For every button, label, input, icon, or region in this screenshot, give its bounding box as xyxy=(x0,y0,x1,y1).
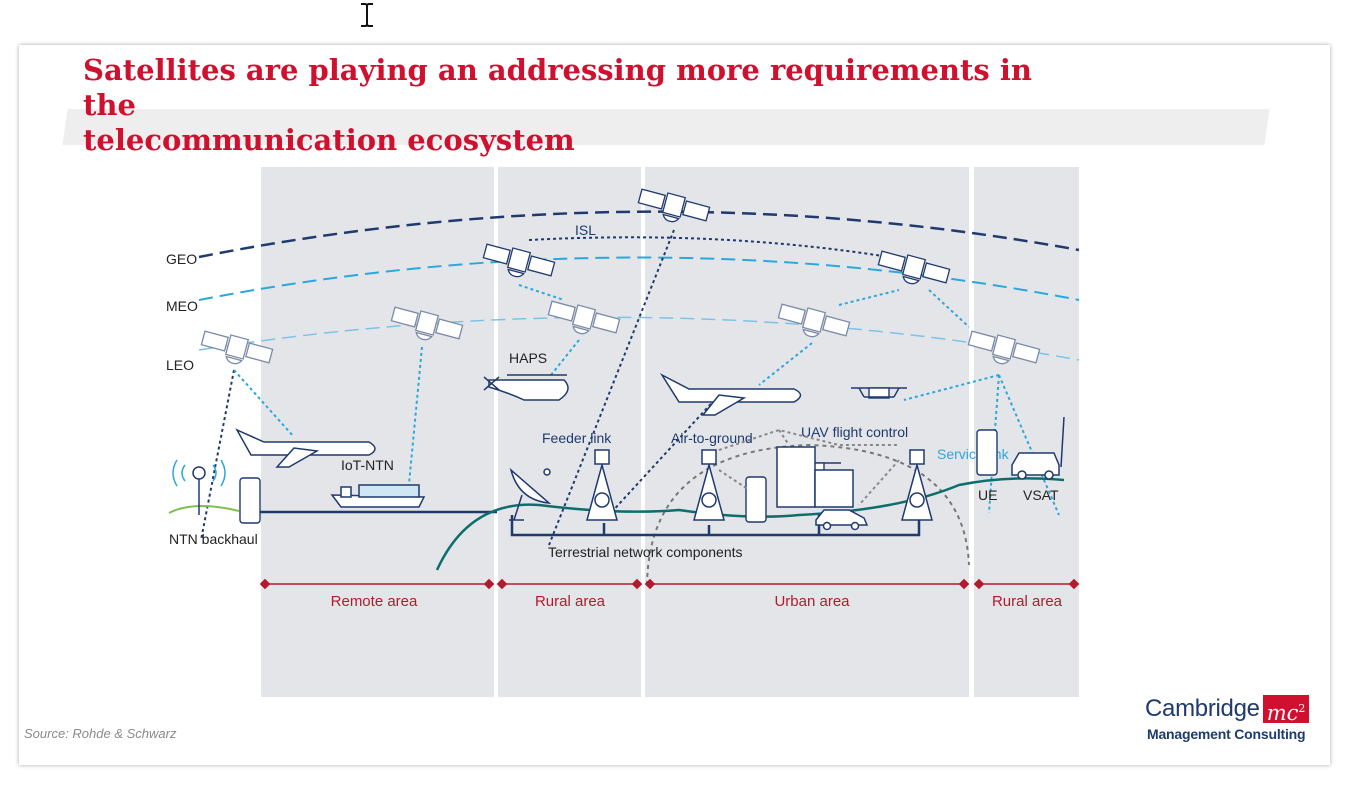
slide-title-line-2: telecommunication ecosystem xyxy=(83,123,575,157)
building-icon xyxy=(776,446,854,508)
geo-orbit xyxy=(198,210,1080,259)
area-label-urban: Urban area xyxy=(774,593,850,610)
slide-title-line-1: Satellites are playing an addressing mor… xyxy=(83,53,1032,122)
area-label-remote: Remote area xyxy=(331,593,418,610)
ue-phone-icon xyxy=(976,429,998,476)
ue-label: UE xyxy=(978,487,997,503)
antenna-icon xyxy=(172,459,226,515)
satellite-icon xyxy=(877,250,951,285)
satellite-icon xyxy=(777,303,851,338)
ntn-diagram: GEO MEO LEO ISL xyxy=(166,167,1080,697)
meo-label: MEO xyxy=(166,298,198,314)
panel-urban xyxy=(645,167,969,697)
terrain-line xyxy=(435,477,1065,571)
cambridge-mc-logo: Cambridge mc2 Management Consulting xyxy=(1145,695,1317,750)
terrestrial-label: Terrestrial network components xyxy=(548,544,743,560)
satellite-icon xyxy=(637,188,711,223)
vsat-label: VSAT xyxy=(1023,487,1059,503)
airplane-icon xyxy=(235,428,376,468)
logo-subtitle: Management Consulting xyxy=(1147,726,1306,742)
area-label-rural-1: Rural area xyxy=(535,593,606,610)
haps-icon xyxy=(483,374,569,401)
panel-remote xyxy=(261,167,494,697)
source-note: Source: Rohde & Schwarz xyxy=(24,726,177,741)
service-link-label: Service link xyxy=(937,446,1010,462)
feeder-link-label: Feeder link xyxy=(542,430,612,446)
phone-icon xyxy=(745,476,767,523)
urban-coverage-dome xyxy=(646,443,970,586)
meo-orbit xyxy=(198,256,1080,301)
cell-tower-icon xyxy=(693,449,725,521)
satellite-icon xyxy=(482,243,556,278)
uav-icon xyxy=(851,387,907,399)
satellite-icon xyxy=(547,300,621,335)
airplane-icon xyxy=(659,373,802,416)
slide: Satellites are playing an addressing mor… xyxy=(19,45,1330,765)
haps-label: HAPS xyxy=(509,350,547,366)
iot-ntn-label: IoT-NTN xyxy=(341,457,394,473)
ntn-backhaul-label: NTN backhaul xyxy=(169,531,258,547)
urban-mesh-links xyxy=(718,428,900,506)
vsat-vehicle-icon xyxy=(1011,416,1065,480)
logo-mark-sup: 2 xyxy=(1298,702,1306,715)
area-label-rural-2: Rural area xyxy=(992,593,1063,610)
leo-orbit xyxy=(198,316,1080,361)
phone-icon xyxy=(239,477,261,524)
area-brackets xyxy=(259,578,1080,590)
satellite-icon xyxy=(390,306,464,341)
satellite-dish-icon xyxy=(509,467,552,521)
isl-link xyxy=(528,236,890,258)
leo-label: LEO xyxy=(166,357,194,373)
satellite-icon xyxy=(967,330,1041,365)
air-to-ground-label: Air-to-ground xyxy=(671,430,753,446)
isl-label: ISL xyxy=(575,222,596,238)
car-icon xyxy=(815,509,869,531)
ground-hill xyxy=(168,504,240,514)
links xyxy=(200,229,1060,546)
logo-name: Cambridge xyxy=(1145,695,1260,722)
logo-mark-text: mc xyxy=(1266,701,1299,725)
cargo-ship-icon xyxy=(330,484,426,508)
slide-title: Satellites are playing an addressing mor… xyxy=(83,53,1083,158)
text-cursor-icon xyxy=(361,3,373,27)
logo-mark: mc2 xyxy=(1262,695,1310,725)
satellite-icon xyxy=(200,330,274,365)
terrestrial-bracket xyxy=(510,515,921,537)
cell-tower-icon xyxy=(586,449,618,521)
uav-flight-control-label: UAV flight control xyxy=(801,424,908,440)
geo-label: GEO xyxy=(166,251,197,267)
cell-tower-icon xyxy=(901,449,933,521)
